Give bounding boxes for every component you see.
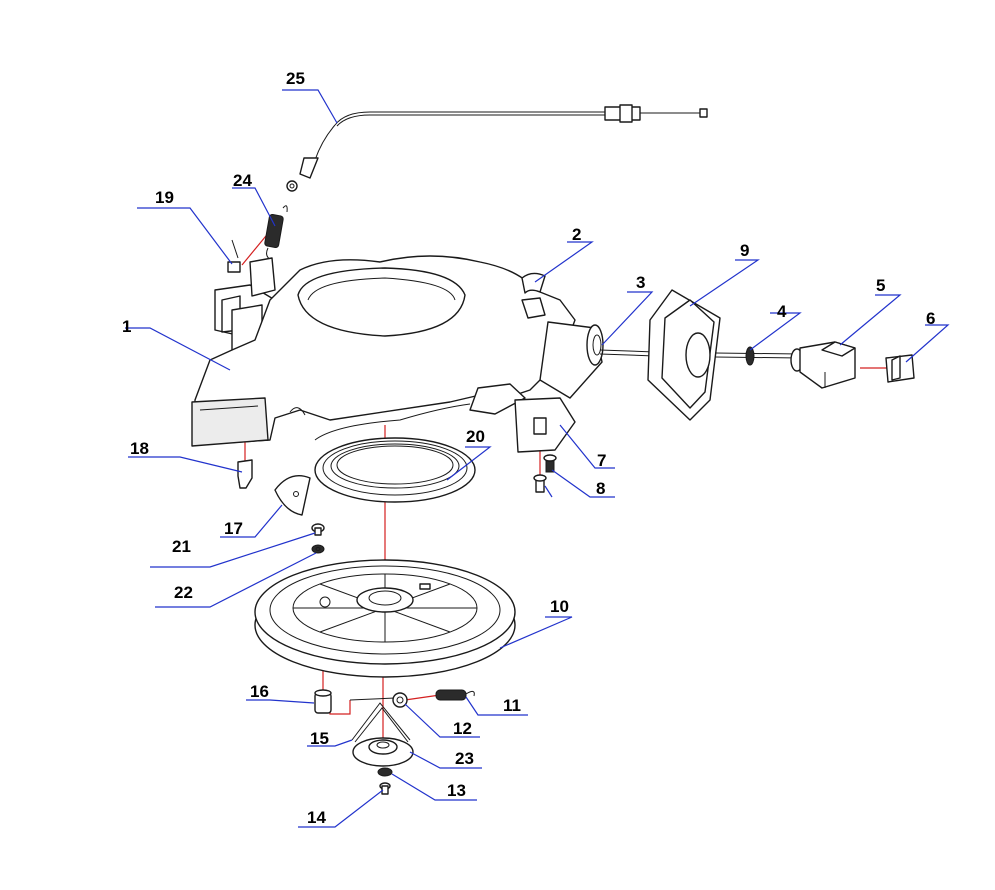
callout-3: 3 [636,273,645,292]
bushing-16 [314,689,332,714]
throttle-cable [286,104,708,192]
callout-24: 24 [233,171,252,190]
callout-22: 22 [174,583,193,602]
clip-2 [521,272,546,294]
callout-12: 12 [453,719,472,738]
starter-housing [191,255,604,453]
return-spring [264,205,288,261]
callout-17: 17 [224,519,243,538]
screw-21 [311,523,325,536]
extension-spring-11 [435,689,475,701]
callout-7: 7 [597,451,606,470]
callout-labels: 25 24 19 2 1 3 9 4 5 6 7 8 18 20 17 21 2… [122,69,935,827]
callout-21: 21 [172,537,191,556]
callout-15: 15 [310,729,329,748]
screws-8 [533,454,557,493]
rope-pulley [254,559,516,678]
callout-13: 13 [447,781,466,800]
callout-25: 25 [286,69,305,88]
bolt-14 [379,782,391,795]
callout-8: 8 [596,479,605,498]
recoil-spring [314,437,476,503]
callout-1: 1 [122,317,131,336]
pawl-plate [274,475,311,516]
callout-6: 6 [926,309,935,328]
pawl-spring-12 [349,692,408,708]
friction-wire-15 [351,702,411,743]
washer-22 [311,544,325,554]
callout-5: 5 [876,276,885,295]
callout-2: 2 [572,225,581,244]
washer-13 [377,767,393,777]
clip-19 [227,239,241,273]
callout-18: 18 [130,439,149,458]
callout-14: 14 [307,808,326,827]
callout-11: 11 [503,696,521,715]
rope-assembly [599,289,915,421]
callout-23: 23 [455,749,474,768]
callout-4: 4 [777,302,787,321]
friction-plate-23 [352,737,414,767]
callout-19: 19 [155,188,174,207]
callout-9: 9 [740,241,749,260]
leader-lines [125,89,950,828]
callout-16: 16 [250,682,269,701]
callout-10: 10 [550,597,569,616]
callout-20: 20 [466,427,485,446]
lever-18 [237,459,253,489]
